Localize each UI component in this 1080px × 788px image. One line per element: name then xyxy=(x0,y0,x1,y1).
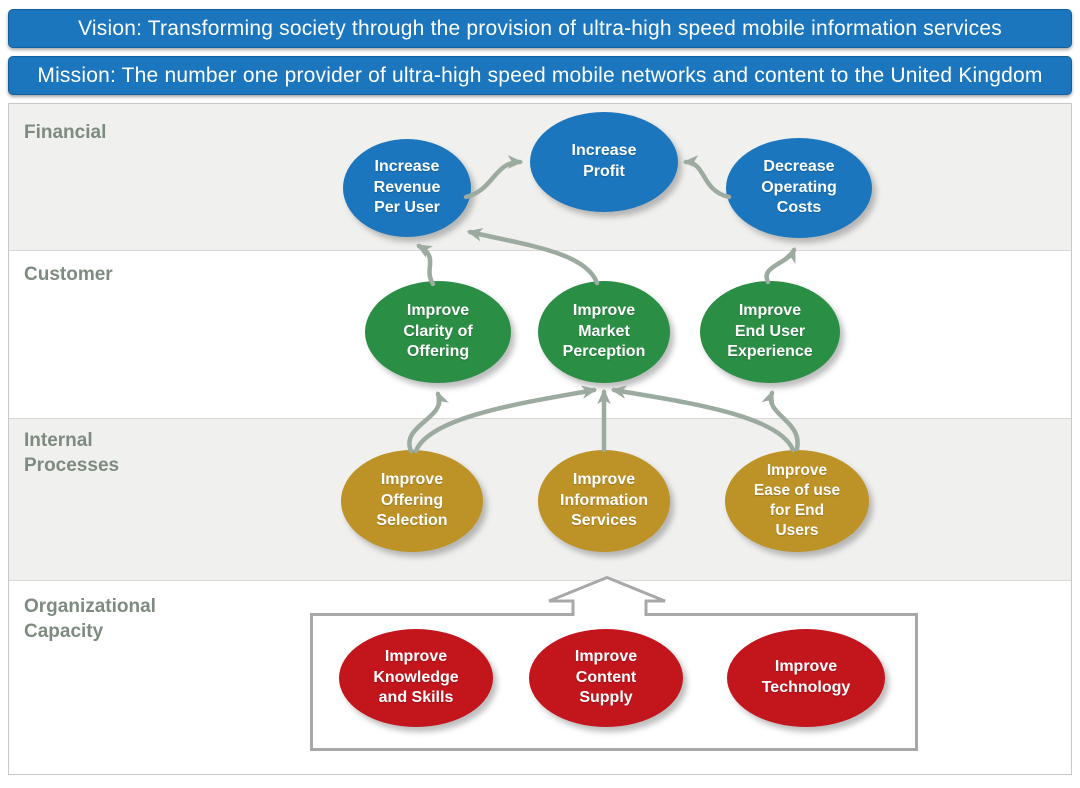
node-improve-clarity-of-offering: Improve Clarity of Offering xyxy=(365,281,511,383)
node-improve-offering-selection: Improve Offering Selection xyxy=(341,450,483,552)
node-improve-information-services: Improve Information Services xyxy=(538,450,670,552)
node-improve-market-perception: Improve Market Perception xyxy=(538,281,670,383)
node-improve-knowledge-and-skills: Improve Knowledge and Skills xyxy=(339,629,493,727)
node-improve-ease-of-use-for-end-users: Improve Ease of use for End Users xyxy=(725,450,869,552)
vision-text: Vision: Transforming society through the… xyxy=(78,16,1002,40)
perspective-label-organizational-capacity: Organizational Capacity xyxy=(24,596,156,642)
node-decrease-operating-costs: Decrease Operating Costs xyxy=(726,138,872,238)
vision-banner: Vision: Transforming society through the… xyxy=(8,9,1072,48)
mission-banner: Mission: The number one provider of ultr… xyxy=(8,56,1072,95)
node-improve-technology: Improve Technology xyxy=(727,629,885,727)
mission-text: Mission: The number one provider of ultr… xyxy=(37,63,1043,87)
node-increase-revenue-per-user: Increase Revenue Per User xyxy=(343,139,471,237)
node-increase-profit: Increase Profit xyxy=(530,112,678,212)
node-improve-content-supply: Improve Content Supply xyxy=(529,629,683,727)
perspective-label-internal-processes: Internal Processes xyxy=(24,430,120,476)
perspective-label-customer: Customer xyxy=(24,264,113,285)
perspective-label-financial: Financial xyxy=(24,122,107,143)
node-improve-end-user-experience: Improve End User Experience xyxy=(700,281,840,383)
